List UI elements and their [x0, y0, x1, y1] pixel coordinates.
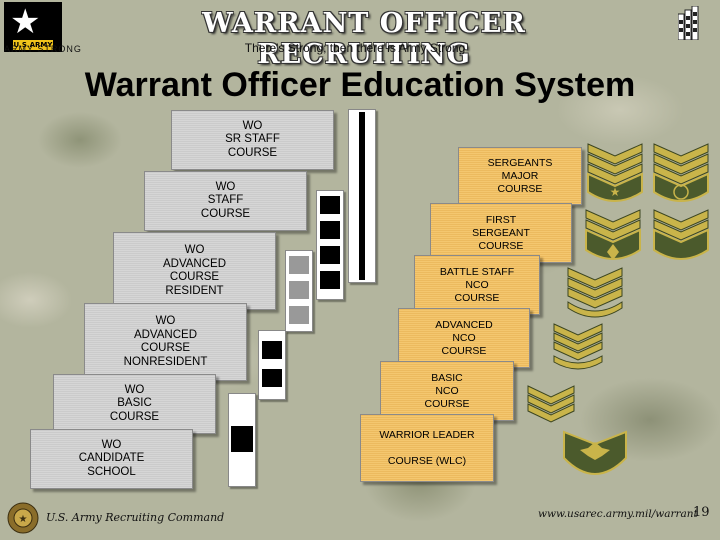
star-icon: ★ — [10, 2, 41, 42]
wo1-rank-bar — [228, 393, 256, 487]
wo-staff-course-box: WO STAFF COURSE — [144, 171, 307, 231]
wo-advanced-course-resident-box: WO ADVANCED COURSE RESIDENT — [113, 232, 276, 310]
sergeant-icon — [527, 385, 575, 423]
rank-bars-icon — [678, 6, 699, 40]
staff-sergeant-icon — [553, 323, 603, 370]
cw4-rank-bar — [316, 190, 344, 300]
army-strong-label: ARMY STRONG — [4, 44, 82, 54]
battle-staff-nco-course-box: BATTLE STAFF NCO COURSE — [414, 255, 540, 315]
command-sergeant-major-icon — [653, 143, 709, 202]
army-logo: ★ U.S.ARMY — [4, 2, 62, 52]
sergeant-major-icon: ★ — [587, 143, 643, 202]
cw3-rank-bar — [285, 250, 313, 332]
logo-text: U.S.ARMY — [13, 40, 53, 50]
page-title: Warrant Officer Education System — [84, 66, 636, 104]
recruiting-command-seal-icon: ★ — [7, 502, 39, 534]
advanced-nco-course-box: ADVANCED NCO COURSE — [398, 308, 530, 368]
sergeant-first-class-icon — [567, 267, 623, 318]
page-number: 19 — [693, 505, 710, 520]
footer-url[interactable]: www.usarec.army.mil/warrant — [538, 508, 698, 520]
tagline: There's Strong; then there is Army Stron… — [244, 41, 466, 55]
specialist-icon — [563, 430, 627, 475]
cw5-rank-bar — [348, 109, 376, 283]
warrior-leader-course-box: WARRIOR LEADER COURSE (WLC) — [360, 414, 494, 482]
brand-title: WARRANT OFFICER RECRUITING — [202, 8, 526, 70]
basic-nco-course-box: BASIC NCO COURSE — [380, 361, 514, 421]
footer-command: U.S. Army Recruiting Command — [46, 511, 225, 524]
svg-text:★: ★ — [610, 185, 621, 199]
first-sergeant-icon — [585, 209, 641, 260]
first-sergeant-course-box: FIRST SERGEANT COURSE — [430, 203, 572, 263]
wo-basic-course-box: WO BASIC COURSE — [53, 374, 216, 434]
wo-candidate-school-box: WO CANDIDATE SCHOOL — [30, 429, 193, 489]
svg-text:★: ★ — [19, 514, 28, 525]
wo-advanced-course-nonresident-box: WO ADVANCED COURSE NONRESIDENT — [84, 303, 247, 381]
wo-sr-staff-course-box: WO SR STAFF COURSE — [171, 110, 334, 170]
sergeants-major-course-box: SERGEANTS MAJOR COURSE — [458, 147, 582, 205]
cw2-rank-bar — [258, 330, 286, 400]
master-sergeant-icon — [653, 209, 709, 260]
